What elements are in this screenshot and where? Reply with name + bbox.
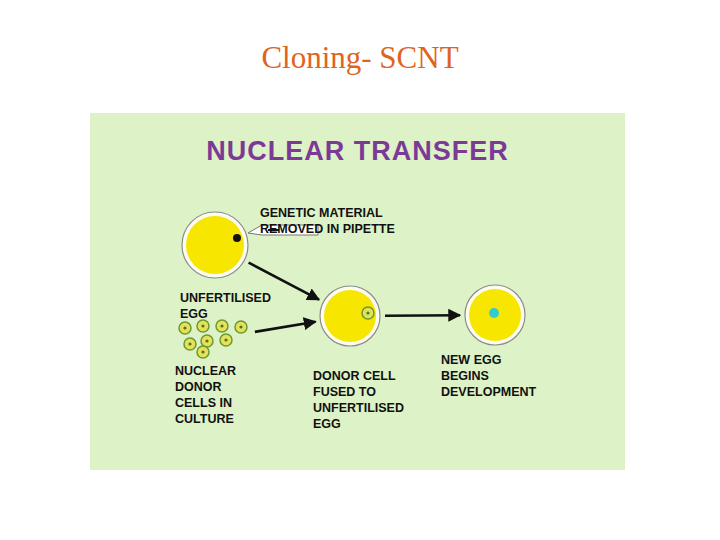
- node-label: UNFERTILISED EGG: [180, 290, 290, 322]
- flow-arrow: [255, 322, 316, 332]
- diagram-panel: NUCLEAR TRANSFERUNFERTILISED EGGNUCLEAR …: [90, 113, 625, 470]
- node-label: DONOR CELL FUSED TO UNFERTILISED EGG: [313, 368, 415, 432]
- egg-node: UNFERTILISED EGG: [182, 212, 248, 278]
- node-label: NEW EGG BEGINS DEVELOPMENT: [441, 352, 543, 400]
- panel-heading: NUCLEAR TRANSFER: [90, 135, 625, 167]
- flow-arrow: [249, 263, 319, 300]
- flow-arrow: [385, 314, 460, 317]
- node-label: NUCLEAR DONOR CELLS IN CULTURE: [175, 363, 247, 427]
- callout-label: GENETIC MATERIAL REMOVED IN PIPETTE: [260, 205, 412, 237]
- egg-node: DONOR CELL FUSED TO UNFERTILISED EGG: [320, 286, 380, 346]
- egg-node: NEW EGG BEGINS DEVELOPMENT: [465, 285, 525, 345]
- slide-title: Cloning- SCNT: [0, 40, 720, 76]
- cells-node: NUCLEAR DONOR CELLS IN CULTURE: [175, 318, 250, 360]
